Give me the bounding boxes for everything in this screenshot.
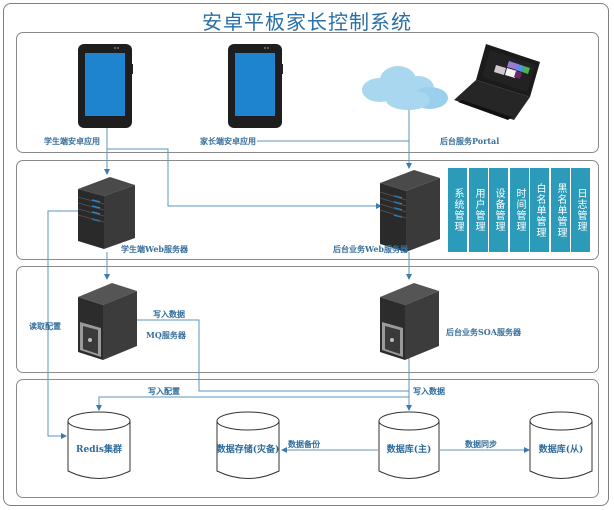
data-backup-label: 数据备份 [288, 439, 320, 449]
portal-label: 后台服务Portal [440, 136, 500, 146]
module-blacklist-management: 黑名单管理 [551, 168, 570, 252]
backup-storage-label: 数据存储(灾备) [216, 445, 280, 455]
mq-server-label: MQ服务器 [146, 330, 186, 340]
module-log-management: 日志管理 [571, 168, 590, 252]
student-app-label: 学生端安卓应用 [44, 136, 100, 146]
layer-client [16, 32, 599, 153]
layer-service [16, 266, 599, 373]
diagram-frame [3, 3, 609, 506]
student-web-server-label: 学生端Web服务器 [121, 244, 189, 254]
db-master-label: 数据库(主) [386, 445, 432, 455]
module-device-management: 设备管理 [489, 168, 508, 252]
write-config-label: 写入配置 [148, 386, 180, 396]
diagram-title: 安卓平板家长控制系统 [202, 10, 412, 34]
backend-web-server-label: 后台业务Web服务器 [333, 244, 409, 254]
write-data-db-label: 写入数据 [413, 386, 445, 396]
module-whitelist-management: 白名单管理 [530, 168, 549, 252]
module-system-management: 系统管理 [448, 168, 467, 252]
data-sync-label: 数据同步 [465, 439, 497, 449]
parent-app-label: 家长端安卓应用 [200, 136, 256, 146]
read-config-label: 读取配置 [29, 321, 61, 331]
redis-label: Redis集群 [76, 445, 122, 455]
module-user-management: 用户管理 [469, 168, 488, 252]
write-data-mq-label: 写入数据 [153, 309, 185, 319]
module-time-management: 时间管理 [510, 168, 529, 252]
db-slave-label: 数据库(从) [538, 445, 584, 455]
soa-server-label: 后台业务SOA服务器 [446, 327, 521, 337]
